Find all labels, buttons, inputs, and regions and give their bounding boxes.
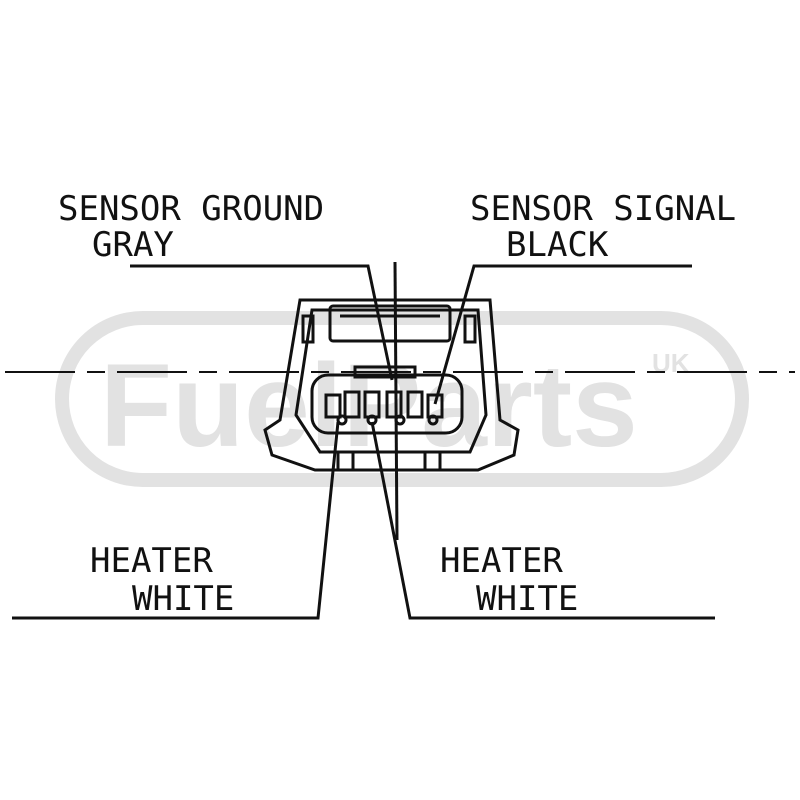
connector-outer-housing — [263, 298, 520, 472]
label-sensor-signal-color: BLACK — [506, 225, 609, 265]
watermark-suffix: UK — [652, 348, 690, 378]
vertical-axis-line — [393, 261, 399, 541]
connector-pin-4 — [385, 390, 403, 419]
watermark-brand: FuelParts — [100, 340, 638, 472]
connector-rib-left — [301, 314, 315, 344]
watermark-frame — [55, 311, 749, 487]
leader-lines — [12, 264, 715, 620]
leader-sensor-signal — [433, 264, 692, 405]
connector-key-tab — [353, 365, 417, 379]
pin-labels: SENSOR GROUND GRAY SENSOR SIGNAL BLACK H… — [58, 189, 736, 619]
connector-pin-1 — [324, 393, 342, 419]
connector-latch-window — [328, 304, 452, 343]
connector-inner-housing — [294, 308, 488, 454]
connector-pin-2 — [343, 390, 361, 419]
label-sensor-ground-color: GRAY — [92, 225, 174, 265]
connector-body — [263, 298, 520, 472]
leader-sensor-ground — [130, 264, 394, 381]
connector-rib-right — [463, 314, 477, 344]
label-heater-right-name: HEATER — [440, 541, 563, 581]
label-heater-left-name: HEATER — [90, 541, 213, 581]
connector-pin-cavity — [310, 373, 464, 435]
leader-heater-right — [370, 421, 715, 620]
connector-pin-5 — [406, 390, 424, 419]
label-heater-right-color: WHITE — [476, 579, 578, 619]
label-heater-left-color: WHITE — [132, 579, 234, 619]
leader-heater-left — [12, 421, 340, 620]
label-sensor-signal-name: SENSOR SIGNAL — [470, 189, 736, 229]
label-sensor-ground-name: SENSOR GROUND — [58, 189, 324, 229]
